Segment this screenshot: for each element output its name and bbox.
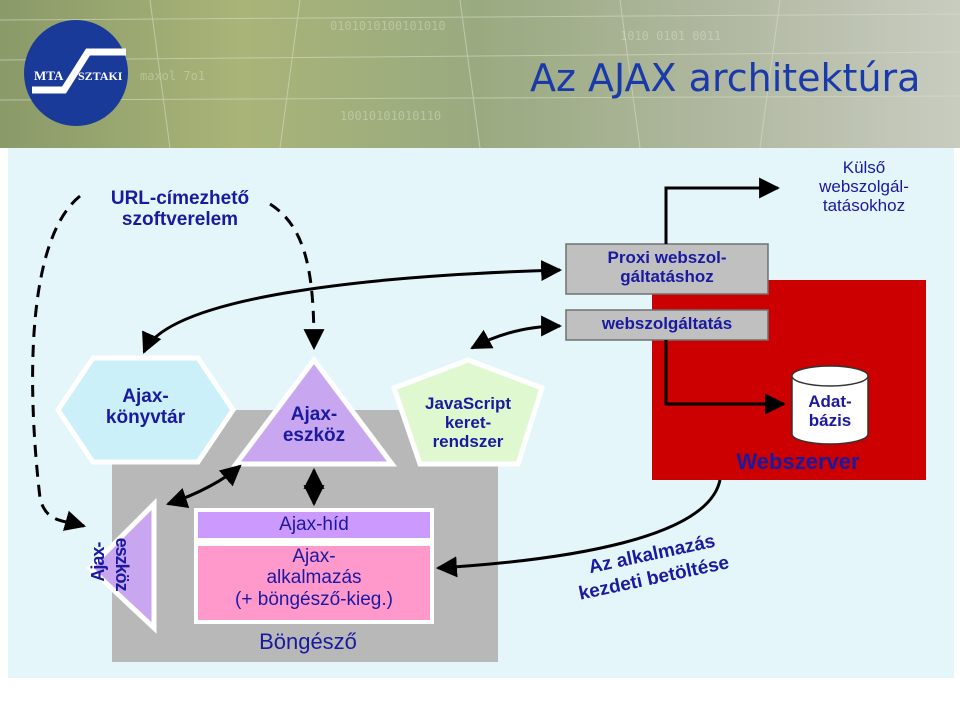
svg-text:10010101010110: 10010101010110 (340, 109, 441, 123)
javascript-framework-label: JavaScript keret- rendszer (425, 394, 511, 452)
header-background-texture: 0101010100101010 10010101010110 1010 010… (0, 0, 960, 148)
diagram-area: URL-címezhető szoftverelem Külső webszol… (8, 148, 954, 678)
ajax-bridge-label: Ajax-híd (279, 514, 349, 535)
side-ajax-tool-triangle (86, 497, 157, 634)
side-ajax-tool-label-2: eszköz (112, 537, 133, 591)
external-services-label: Külső webszolgál- tatásokhoz (819, 158, 909, 216)
arrow-library-proxy (142, 260, 563, 354)
arrow-framework-webservice (470, 315, 563, 350)
mta-sztaki-logo: MTA SZTAKI (24, 20, 128, 126)
webservice-box (565, 309, 769, 341)
svg-text:1010 0101 0011: 1010 0101 0011 (620, 29, 721, 43)
browser-label: Böngésző (259, 629, 357, 654)
svg-text:0101010100101010: 0101010100101010 (330, 19, 446, 33)
javascript-framework-pentagon (390, 357, 546, 467)
ajax-tool-label: Ajax- eszköz (282, 404, 346, 447)
url-addressable-label: URL-címezhető szoftverelem (110, 188, 250, 231)
webserver-label: Webszerver (736, 449, 860, 474)
database-cylinder (791, 365, 869, 445)
webservice-label: webszolgáltatás (601, 314, 733, 333)
slide-title: Az AJAX architektúra (530, 56, 921, 100)
proxy-label: Proxi webszol- gáltatáshoz (607, 248, 727, 287)
svg-text:maxol 7o1: maxol 7o1 (140, 69, 205, 83)
database-label: Adat- bázis (808, 392, 852, 431)
ajax-library-label: Ajax- könyvtár (105, 386, 186, 429)
ajax-application-box (194, 542, 434, 624)
ajax-bridge-box (194, 508, 434, 542)
arrow-initial-load (435, 479, 722, 578)
side-ajax-tool-label-1: Ajax- (87, 542, 108, 582)
dashed-arrow-to-side-tool (31, 194, 87, 531)
logo-text-right: SZTAKI (78, 69, 123, 83)
arrow-webserver-to-database (664, 340, 787, 415)
ajax-library-hexagon (54, 355, 237, 465)
dashed-arrow-to-tool (269, 202, 325, 351)
arrow-side-tool-tool (166, 464, 242, 508)
ajax-tool-triangle (231, 355, 397, 467)
ajax-application-label: Ajax- alkalmazás (+ böngésző-kieg.) (235, 546, 393, 610)
proxy-box (565, 243, 769, 295)
arrow-to-external-services (664, 177, 781, 244)
architecture-diagram (31, 177, 926, 662)
logo-text-left: MTA (34, 68, 64, 83)
slide-header: 0101010100101010 10010101010110 1010 010… (0, 0, 960, 148)
